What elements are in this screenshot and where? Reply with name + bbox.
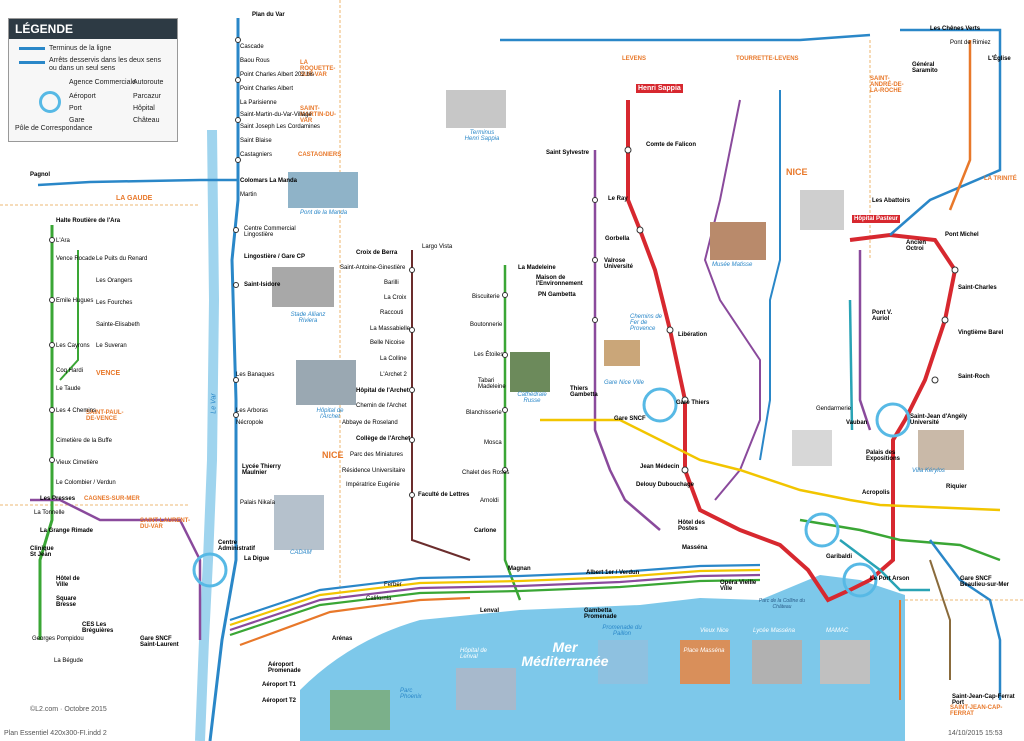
line-cagnes[interactable] bbox=[30, 498, 202, 640]
line-east-purple[interactable] bbox=[858, 250, 872, 431]
line-cimiez[interactable] bbox=[703, 99, 761, 501]
line-central-purple[interactable] bbox=[593, 150, 661, 531]
district-boundaries bbox=[0, 0, 1024, 601]
line-brown-cap[interactable] bbox=[929, 559, 951, 680]
line-vence[interactable] bbox=[38, 225, 54, 640]
line-teal-port[interactable] bbox=[839, 539, 930, 592]
var-river bbox=[195, 129, 220, 741]
line-yellow-central[interactable] bbox=[540, 418, 1001, 512]
line-east-teal[interactable] bbox=[848, 299, 854, 431]
line-vence-branch[interactable] bbox=[59, 250, 79, 381]
coastal-lines[interactable] bbox=[229, 563, 761, 647]
line-cimiez-2[interactable] bbox=[759, 90, 781, 461]
correspondence-poles bbox=[192, 387, 911, 598]
line-archet[interactable] bbox=[411, 250, 471, 561]
line-var-valley[interactable] bbox=[208, 18, 240, 741]
line-green-east[interactable] bbox=[799, 518, 1001, 562]
line-blue-cap[interactable] bbox=[929, 539, 1002, 700]
tram-line-t1[interactable] bbox=[626, 100, 958, 603]
line-east-blue[interactable] bbox=[889, 28, 1002, 236]
line-levens[interactable] bbox=[500, 33, 871, 42]
landmark-photos bbox=[272, 90, 964, 730]
stop-markers bbox=[49, 37, 959, 498]
line-east-orange[interactable] bbox=[948, 40, 972, 211]
line-la-gaude[interactable] bbox=[37, 178, 238, 187]
